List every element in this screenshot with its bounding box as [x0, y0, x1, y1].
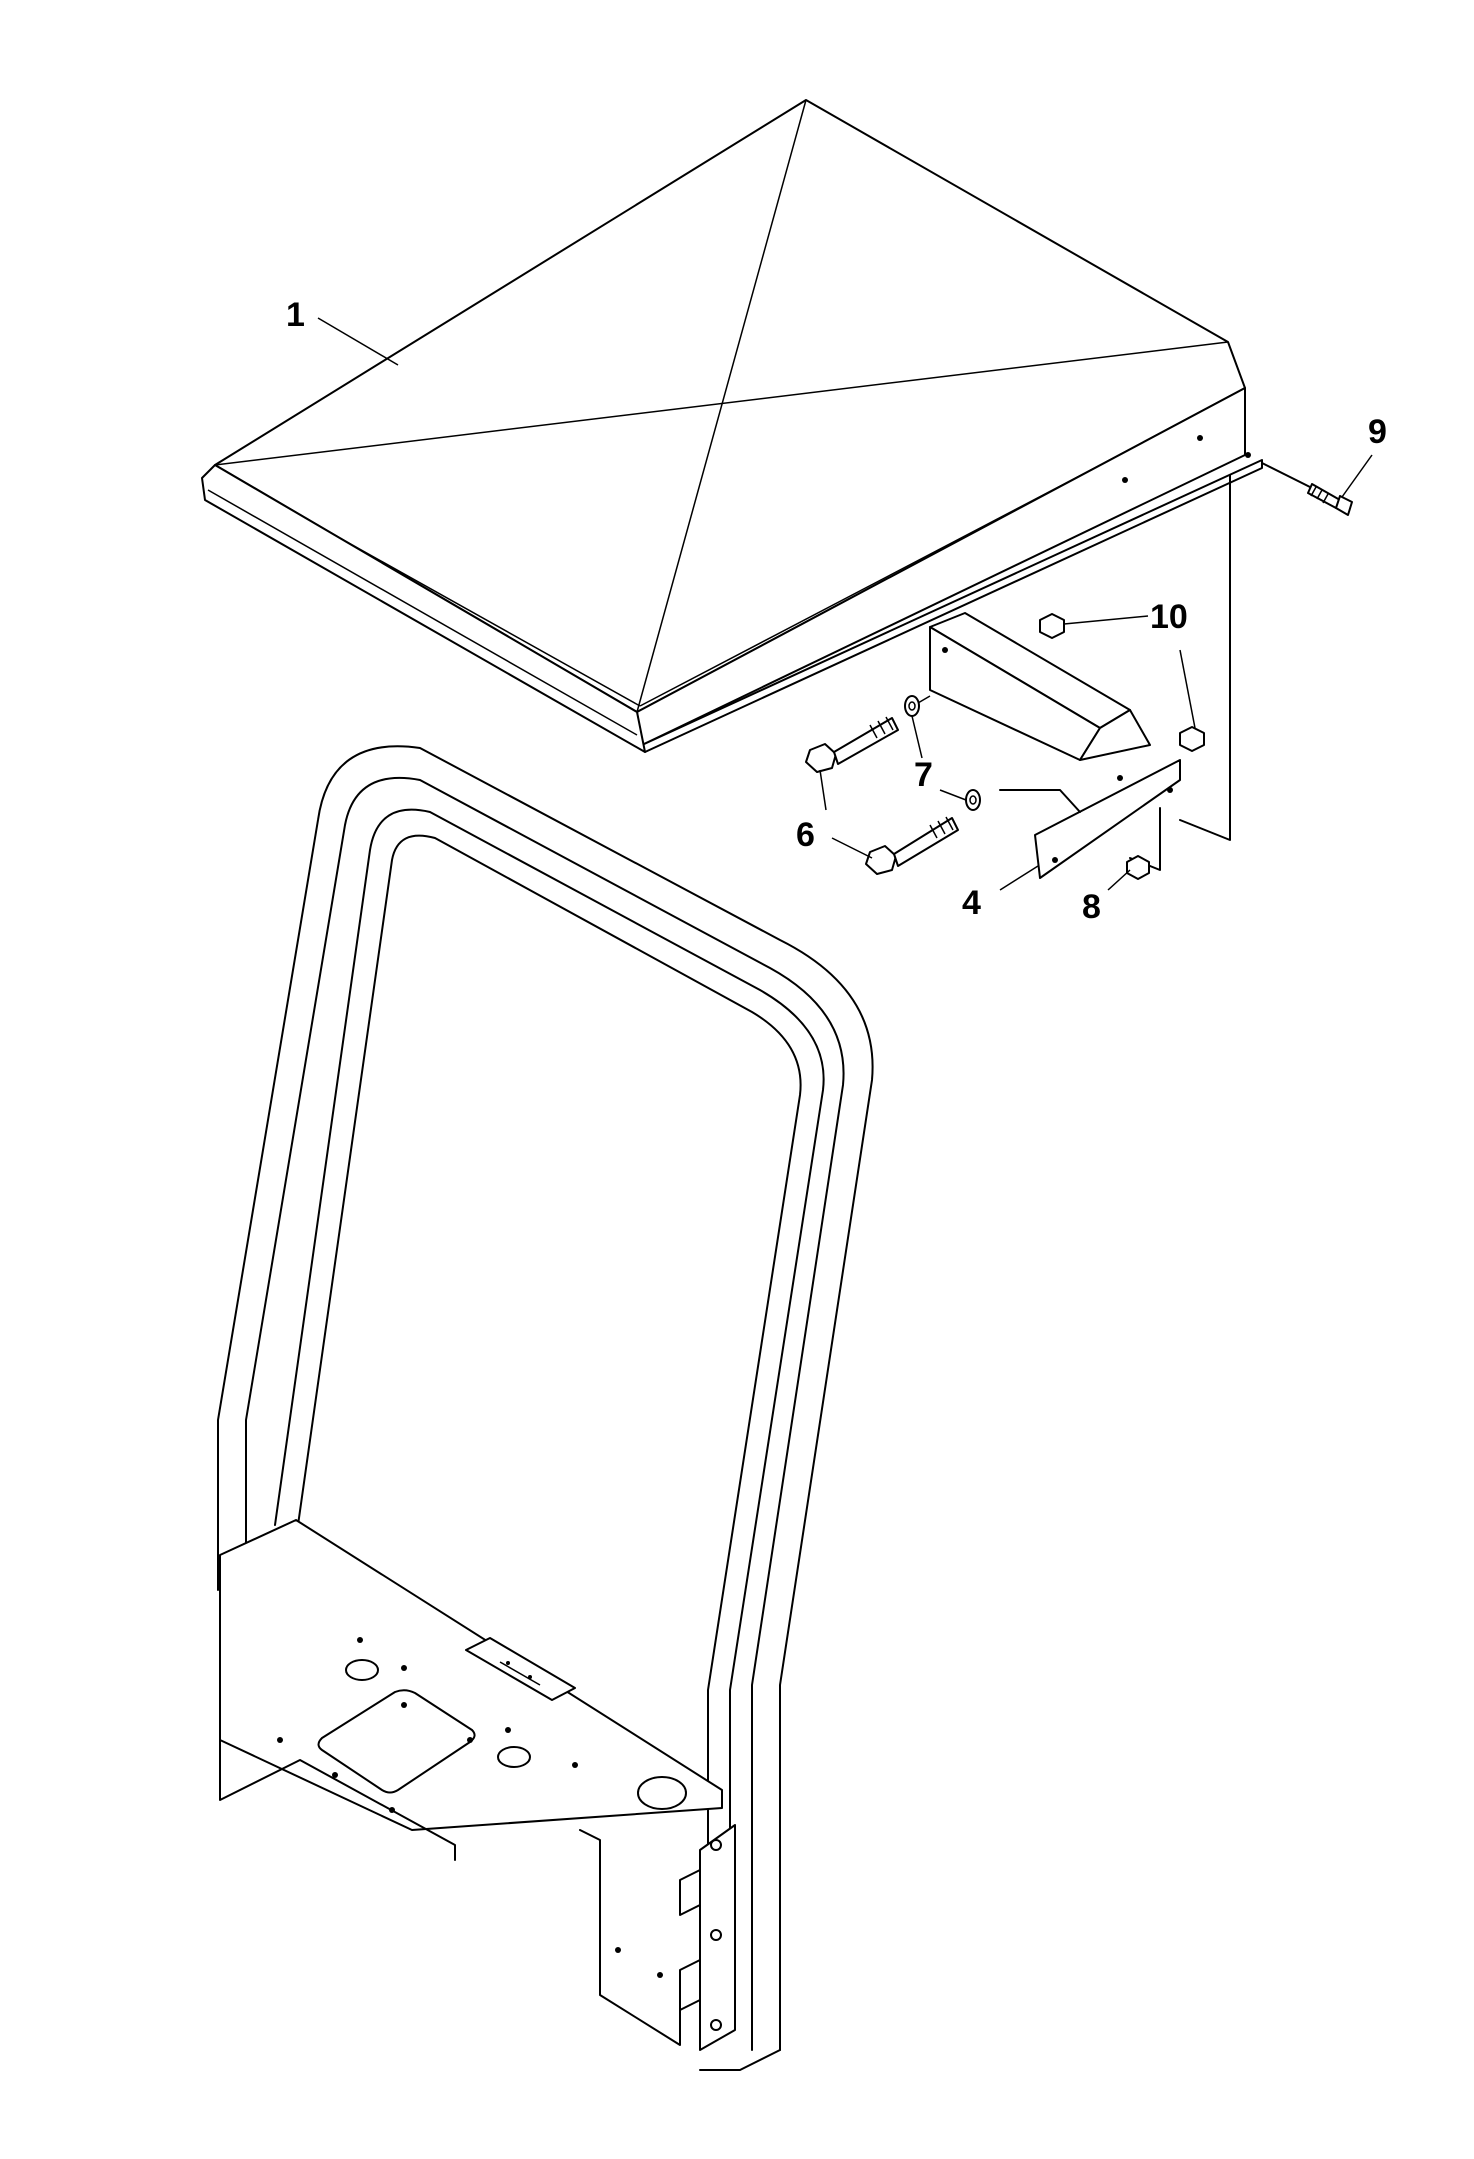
callout-7: 7	[914, 756, 933, 794]
bolt-9	[1261, 462, 1353, 516]
callout-labels: 1 9 10 7 6 4 8	[286, 296, 1387, 926]
callout-10: 10	[1150, 598, 1188, 636]
roll-bar-frame	[217, 745, 874, 2071]
mount-bracket	[929, 612, 1181, 879]
callout-1: 1	[286, 296, 305, 334]
leader-lines	[317, 317, 1373, 891]
callout-6: 6	[796, 816, 815, 854]
washer-7	[904, 695, 981, 811]
base-plate	[219, 1519, 736, 2051]
callout-9: 9	[1368, 413, 1387, 451]
callout-8: 8	[1082, 888, 1101, 926]
callout-4: 4	[962, 884, 981, 922]
bolt-6	[805, 716, 959, 875]
nut-10	[1039, 613, 1205, 752]
nut-8	[1126, 855, 1150, 880]
canopy-roof	[201, 99, 1263, 841]
